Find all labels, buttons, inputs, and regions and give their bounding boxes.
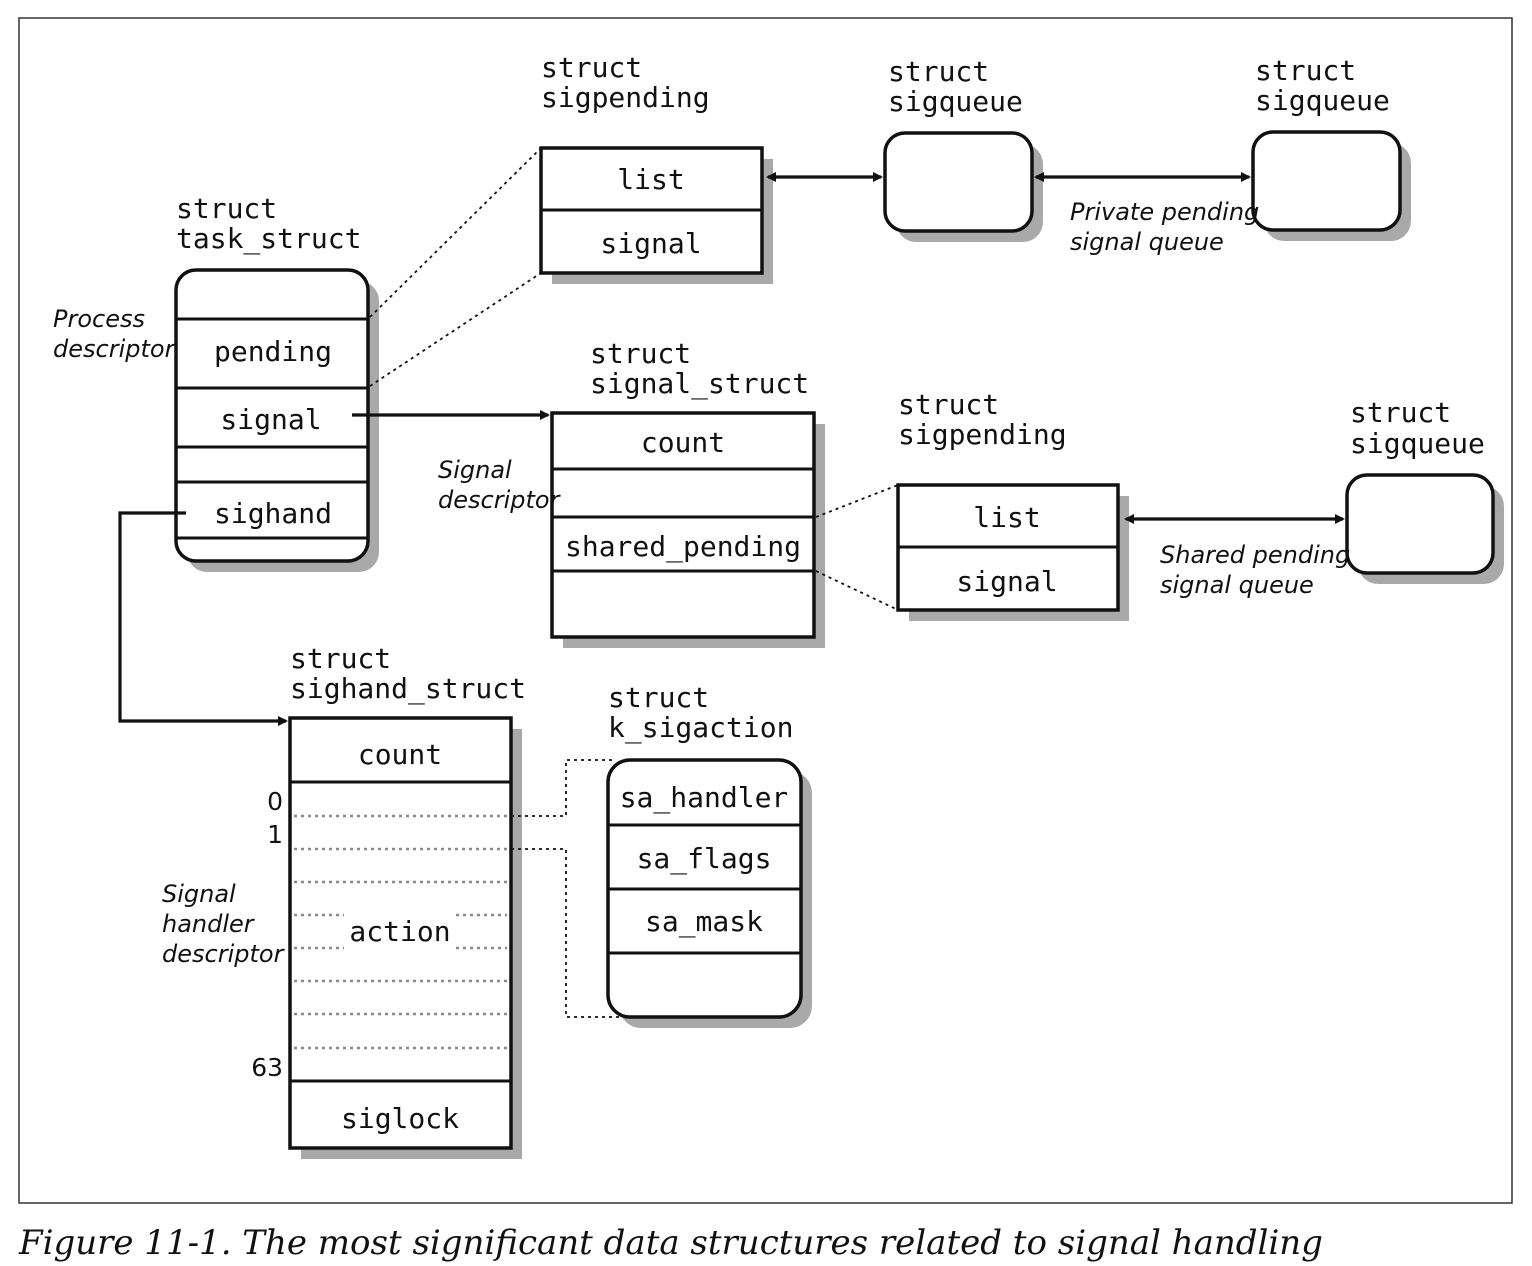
sighand-struct-header-line2: sighand_struct [290,672,526,706]
sigpending-private: struct sigpending list signal [539,51,773,284]
sigqueue-2-header-line1: struct [1255,54,1356,87]
sigpending-private-header-line1: struct [541,51,642,84]
action-index-0: 0 [267,787,283,816]
k-sigaction-field-sa-flags: sa_flags [637,842,772,876]
sighand-struct-header-line1: struct [290,642,391,675]
sigqueue-1-box [883,131,1034,233]
sigpending-shared-header-line1: struct [898,388,999,421]
sigqueue-3-header-line1: struct [1350,396,1451,429]
signal-handler-note-line1: Signal [162,880,236,908]
sigqueue-shared: struct sigqueue [1345,396,1504,584]
process-descriptor-note-line1: Process [53,305,145,333]
sigpending-shared-field-list: list [973,501,1040,534]
sighand-struct-field-siglock: siglock [341,1102,459,1135]
signal-struct-box [550,411,816,639]
shared-queue-note-line1: Shared pending [1160,541,1350,569]
action-index-1: 1 [267,820,283,849]
task-struct-header-line2: task_struct [176,222,361,256]
pending-zoom-line-top [369,147,542,318]
k-sigaction: struct k_sigaction sa_handler sa_flags s… [606,681,812,1028]
task-struct-field-sighand: sighand [214,497,332,530]
signal-struct-field-shared-pending: shared_pending [565,530,801,564]
process-descriptor-note-line2: descriptor [53,335,177,363]
signal-struct-field-count: count [641,426,725,459]
sigqueue-1-header-line2: sigqueue [888,85,1023,118]
sigpending-shared-header-line2: sigpending [898,418,1067,451]
signal-handler-note-line2: handler [162,910,256,938]
task-struct-header-line1: struct [176,192,277,225]
signal-handler-note-line3: descriptor [162,940,286,968]
signal-descriptor-note-line2: descriptor [438,486,562,514]
pending-zoom-line-bottom [369,272,542,387]
k-sigaction-header-line2: k_sigaction [608,711,793,745]
private-queue-note-line2: signal queue [1070,228,1224,256]
sigpending-private-field-signal: signal [600,227,701,260]
sighand-pointer-arrow [118,511,288,726]
sighand-struct: struct sighand_struct count action siglo… [162,642,526,1159]
private-queue-note-line1: Private pending [1070,198,1259,226]
signal-descriptor-note-line1: Signal [438,456,512,484]
sigqueue-private-2: struct sigqueue [1251,54,1411,241]
signal-struct-header-line2: signal_struct [590,367,809,401]
sigqueue-1-header-line1: struct [888,55,989,88]
figure-frame [18,17,1513,1204]
action-index-63: 63 [251,1053,283,1082]
action-zoom-line-bottom [511,848,620,1018]
task-struct-field-signal: signal [220,403,321,436]
sighand-struct-box [288,716,513,1150]
sigqueue-2-box [1251,130,1402,232]
k-sigaction-header-line1: struct [608,681,709,714]
sighand-struct-field-count: count [358,738,442,771]
shared-queue-note-line2: signal queue [1160,571,1314,599]
k-sigaction-field-sa-mask: sa_mask [645,905,763,939]
shared-pending-zoom-line-bottom [815,570,899,611]
shared-pending-zoom-line-top [815,484,899,518]
action-zoom-line-top [511,759,612,817]
sigqueue-3-header-line2: sigqueue [1350,427,1485,460]
task-struct-field-pending: pending [214,335,332,368]
figure-caption: Figure 11-1. The most significant data s… [18,1223,1323,1263]
sigqueue-3-box [1345,473,1495,575]
sigpending-private-field-list: list [617,163,684,196]
sigpending-shared-field-signal: signal [956,565,1057,598]
signal-struct: struct signal_struct count shared_pendin… [438,337,825,648]
sighand-struct-field-action: action [349,915,450,948]
signal-struct-header-line1: struct [590,337,691,370]
sigpending-private-header-line2: sigpending [541,81,710,114]
sigqueue-2-header-line2: sigqueue [1255,84,1390,117]
task-struct: struct task_struct pending signal sighan… [53,192,379,572]
k-sigaction-field-sa-handler: sa_handler [620,781,789,815]
sigqueue-private-1: struct sigqueue [883,55,1043,242]
sigpending-shared: struct sigpending list signal [896,388,1129,621]
